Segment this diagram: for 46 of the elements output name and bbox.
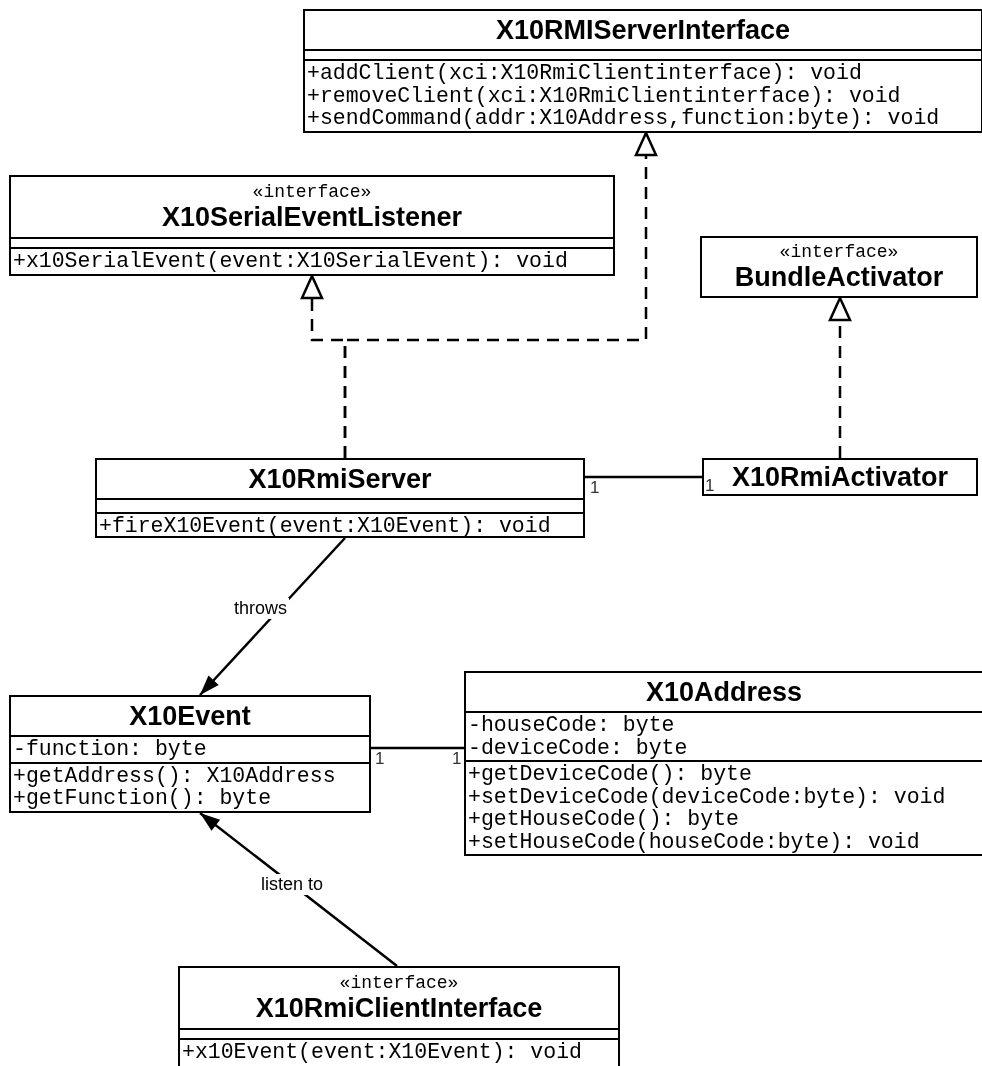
association-line [585, 475, 702, 479]
class-box [464, 671, 982, 856]
operation-text: +x10Event(event:X10Event): void [182, 1041, 583, 1064]
stereotype-label: «interface» [779, 241, 899, 262]
association-line [371, 746, 464, 750]
class-name: X10Address [645, 676, 803, 708]
operation-text: +sendCommand(addr:X10Address,function:byte): void [307, 107, 941, 130]
class-box [700, 236, 978, 298]
class-name: X10RmiServer [248, 463, 432, 495]
attribute-text: -function: byte [13, 738, 208, 761]
operation-text: +getHouseCode(): byte [468, 808, 739, 831]
class-box [178, 966, 620, 1066]
edge-label: listen to [259, 874, 326, 895]
class-box [702, 458, 978, 496]
multiplicity-label: 1 [705, 476, 715, 496]
multiplicity-label: 1 [452, 749, 462, 769]
class-name: X10RmiClientInterface [255, 992, 543, 1024]
dependency-arrow [199, 537, 346, 696]
class-box [9, 175, 615, 276]
attribute-text: -houseCode: byte [468, 714, 676, 737]
operation-text: +removeClient(xci:X10RmiClientinterface): void [307, 84, 902, 107]
operation-text: +getDeviceCode(): byte [468, 763, 753, 786]
realization-arrow [343, 131, 658, 458]
edge-label: throws [232, 598, 289, 619]
stereotype-label: «interface» [339, 972, 459, 993]
operation-text: +addClient(xci:X10RmiClientinterface): void [307, 62, 863, 85]
multiplicity-label: 1 [375, 749, 385, 769]
class-name: X10SerialEventListener [161, 201, 463, 233]
stereotype-label: «interface» [252, 181, 372, 202]
realization-arrow [828, 296, 852, 458]
class-name: X10RMIServerInterface [495, 14, 791, 46]
operation-text: +fireX10Event(event:X10Event): void [99, 515, 552, 538]
class-name: X10Event [129, 700, 251, 732]
class-box [9, 695, 371, 813]
class-name: BundleActivator [734, 261, 944, 293]
operation-text: +getAddress(): X10Address [13, 764, 337, 787]
class-box [95, 458, 585, 538]
class-name: X10RmiActivator [731, 461, 949, 493]
operation-text: +setDeviceCode(deviceCode:byte): void [468, 785, 947, 808]
operation-text: +setHouseCode(houseCode:byte): void [468, 830, 921, 853]
operation-text: +getFunction(): byte [13, 787, 273, 810]
attribute-text: -deviceCode: byte [468, 736, 689, 759]
multiplicity-label: 1 [590, 478, 600, 498]
class-box [303, 9, 982, 133]
operation-text: +x10SerialEvent(event:X10SerialEvent): void [13, 250, 569, 273]
dependency-arrow [199, 812, 398, 967]
